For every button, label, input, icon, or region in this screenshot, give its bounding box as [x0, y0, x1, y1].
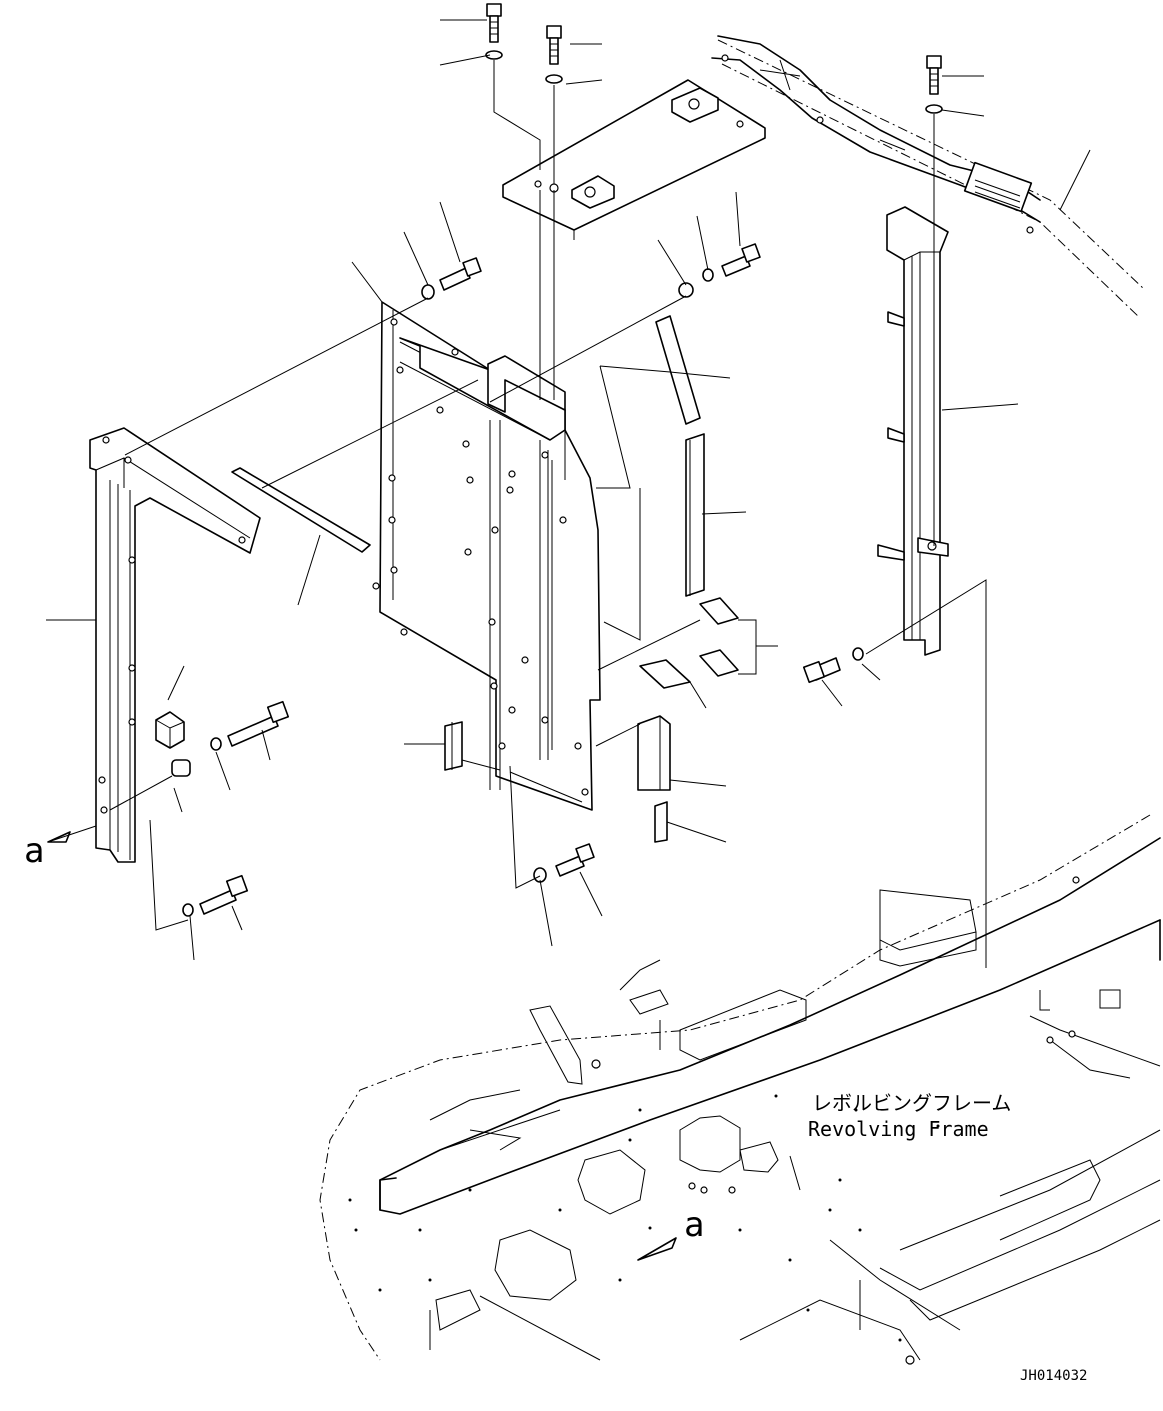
left-small-parts — [155, 647, 864, 917]
center-bolts — [421, 243, 761, 883]
leader-lines — [46, 19, 1091, 1261]
view-marker-left: a — [24, 831, 44, 871]
seal-strips — [231, 315, 739, 843]
revolving-frame-label-en: Revolving Frame — [808, 1117, 989, 1141]
drawing-code: JH014032 — [1020, 1368, 1087, 1384]
view-marker-right: a — [684, 1205, 704, 1245]
revolving-frame — [319, 814, 1161, 1365]
cab-rail — [711, 35, 1146, 319]
revolving-frame-label-jp: レボルビングフレーム — [812, 1091, 1011, 1115]
center-panel — [372, 301, 601, 811]
top-bolts — [485, 3, 943, 114]
right-vertical-bracket — [877, 206, 949, 656]
left-frame — [89, 427, 261, 863]
top-bracket-plate — [502, 79, 766, 240]
